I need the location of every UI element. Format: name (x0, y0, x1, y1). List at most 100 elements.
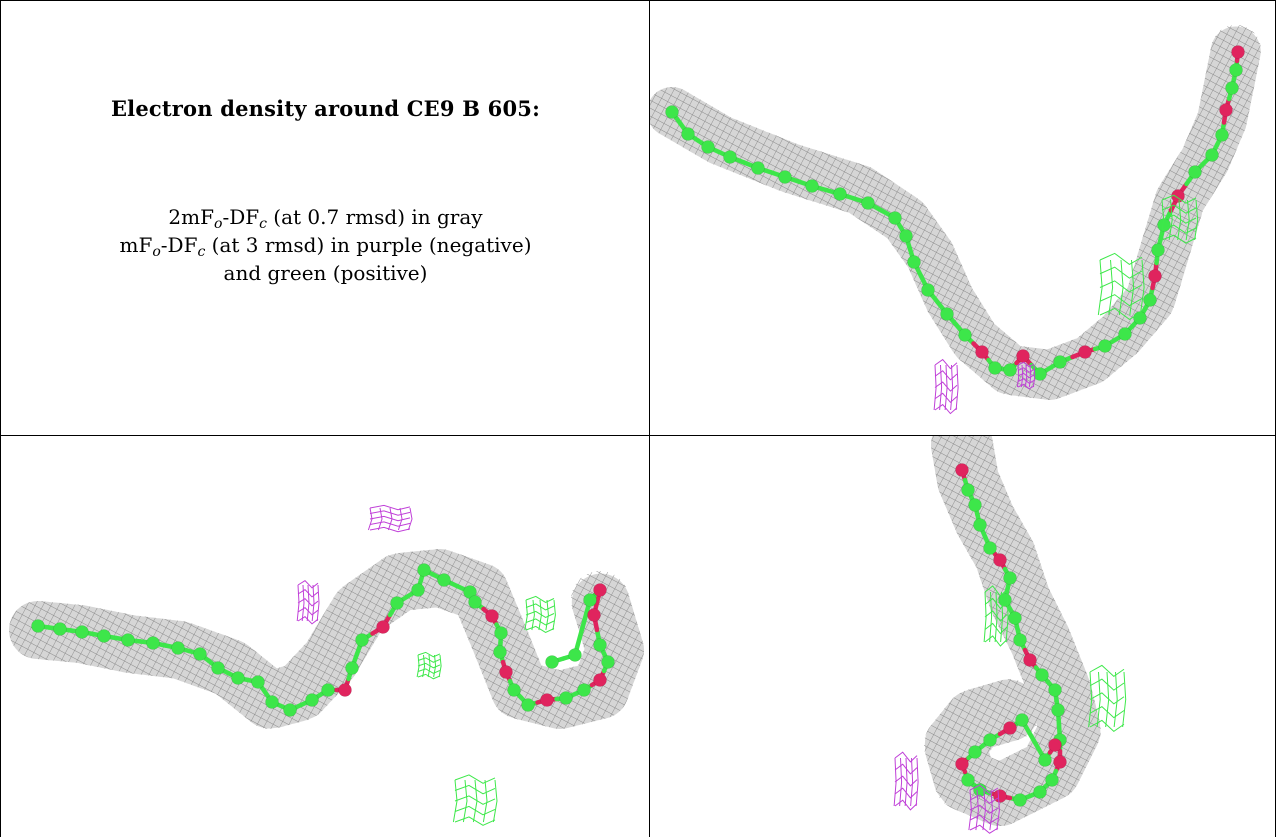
carbon-atom (983, 541, 997, 555)
oxygen-atom (1078, 345, 1092, 359)
carbon-atom (1098, 339, 1112, 353)
positive-density-blob (1097, 252, 1145, 320)
carbon-atom (53, 622, 67, 636)
oxygen-atom (485, 609, 499, 623)
carbon-atom (601, 655, 615, 669)
carbon-atom (961, 483, 975, 497)
carbon-atom (1188, 165, 1202, 179)
carbon-atom (1205, 148, 1219, 162)
carbon-atom (417, 563, 431, 577)
positive-density-blob (416, 651, 442, 680)
carbon-atom (211, 661, 225, 675)
carbon-atom (1003, 571, 1017, 585)
oxygen-atom (975, 345, 989, 359)
carbon-atom (1229, 63, 1243, 77)
table-column-divider (649, 0, 650, 837)
carbon-atom (305, 693, 319, 707)
carbon-atom (1048, 683, 1062, 697)
carbon-atom (805, 179, 819, 193)
oxygen-atom (540, 693, 554, 707)
carbon-atom (1033, 367, 1047, 381)
carbon-atom (97, 629, 111, 643)
caption-line-mfo-dfc: mFo-DFc (at 3 rmsd) in purple (negative) (119, 233, 532, 260)
positive-density-blob (1088, 664, 1127, 733)
positive-density-blob (524, 595, 556, 633)
carbon-atom (983, 733, 997, 747)
oxygen-atom (1231, 45, 1245, 59)
carbon-atom (1015, 713, 1029, 727)
negative-density-blob (296, 580, 320, 625)
table-border-left (0, 0, 1, 837)
carbon-atom (411, 583, 425, 597)
carbon-atom (778, 170, 792, 184)
carbon-atom (968, 498, 982, 512)
carbon-atom (1013, 793, 1027, 807)
carbon-atom (1143, 293, 1157, 307)
carbon-atom (577, 683, 591, 697)
oxygen-atom (1053, 755, 1067, 769)
carbon-atom (723, 150, 737, 164)
carbon-atom (1053, 355, 1067, 369)
caption-line-2mfo-dfc: 2mFo-DFc (at 0.7 rmsd) in gray (168, 205, 483, 232)
negative-density-blob (893, 751, 919, 811)
carbon-atom (146, 636, 160, 650)
carbon-atom (833, 187, 847, 201)
caption-cell: Electron density around CE9 B 605: 2mFo-… (1, 1, 649, 435)
oxygen-atom (499, 665, 513, 679)
caption-description: 2mFo-DFc (at 0.7 rmsd) in gray mFo-DFc (… (1, 203, 649, 287)
carbon-atom (958, 328, 972, 342)
oxygen-atom (993, 789, 1007, 803)
negative-density-blob (933, 358, 959, 415)
caption-title: Electron density around CE9 B 605: (110, 96, 541, 121)
carbon-atom (940, 307, 954, 321)
carbon-atom (593, 638, 607, 652)
carbon-atom (171, 641, 185, 655)
carbon-atom (1038, 753, 1052, 767)
oxygen-atom (955, 463, 969, 477)
carbon-atom (961, 773, 975, 787)
carbon-atom (321, 683, 335, 697)
carbon-atom (521, 698, 535, 712)
carbon-atom (1225, 81, 1239, 95)
oxygen-atom (993, 553, 1007, 567)
carbon-atom (568, 648, 582, 662)
carbon-atom (1045, 773, 1059, 787)
oxygen-atom (1219, 103, 1233, 117)
table-border-top (0, 0, 1276, 1)
carbon-atom (968, 745, 982, 759)
positive-density-blob (983, 585, 1009, 647)
oxygen-atom (1003, 721, 1017, 735)
carbon-atom (265, 695, 279, 709)
carbon-atom (251, 675, 265, 689)
carbon-atom (988, 361, 1002, 375)
negative-density-blob (968, 784, 1000, 834)
carbon-atom (921, 283, 935, 297)
positive-density-blob (452, 774, 498, 826)
carbon-atom (437, 573, 451, 587)
carbon-atom (507, 683, 521, 697)
carbon-atom (665, 105, 679, 119)
positive-density-blob (1160, 194, 1199, 244)
oxygen-atom (1048, 738, 1062, 752)
carbon-atom (583, 593, 597, 607)
carbon-atom (355, 633, 369, 647)
carbon-atom (31, 619, 45, 633)
oxygen-atom (1023, 653, 1037, 667)
oxygen-atom (593, 673, 607, 687)
carbon-atom (75, 625, 89, 639)
oxygen-atom (587, 608, 601, 622)
carbon-atom (888, 211, 902, 225)
negative-density-blob (1016, 361, 1036, 390)
carbon-atom (559, 691, 573, 705)
carbon-atom (468, 595, 482, 609)
oxygen-atom (955, 757, 969, 771)
carbon-atom (1051, 703, 1065, 717)
carbon-atom (751, 161, 765, 175)
carbon-atom (1118, 327, 1132, 341)
oxygen-atom (376, 620, 390, 634)
carbon-atom (1151, 243, 1165, 257)
carbon-atom (861, 196, 875, 210)
